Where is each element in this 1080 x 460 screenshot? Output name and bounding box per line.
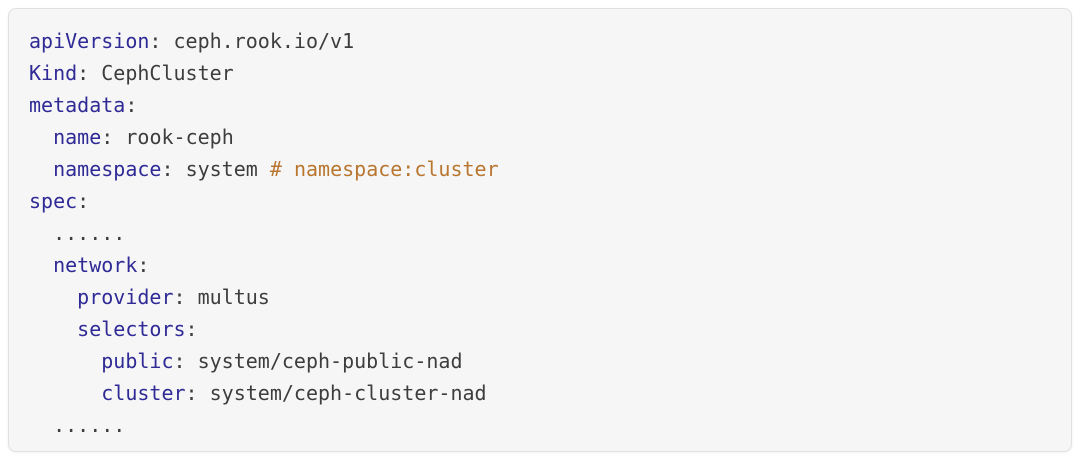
code-line-11: public: system/ceph-public-nad [29,345,1051,377]
token-plain: : [185,317,198,341]
token-plain: : [101,125,126,149]
token-key: spec [29,189,78,213]
token-key: cluster [101,381,186,405]
token-plain [29,221,53,245]
code-line-5: namespace: system # namespace:cluster [29,153,1051,185]
code-line-4: name: rook-ceph [29,121,1051,153]
token-key: apiVersion [29,29,150,53]
token-plain: : [173,285,198,309]
token-value: ceph.rook.io/v1 [173,29,355,53]
code-line-7: ...... [29,217,1051,249]
token-key: metadata [29,93,126,117]
token-comment: # namespace:cluster [269,157,499,181]
token-key: Kind [29,61,78,85]
token-value: ...... [53,221,126,245]
token-plain: : [125,93,138,117]
token-value: system/ceph-public-nad [197,349,463,373]
token-plain: : [77,61,102,85]
token-plain [29,253,53,277]
token-key: network [53,253,138,277]
code-line-12: cluster: system/ceph-cluster-nad [29,377,1051,409]
token-value: CephCluster [101,61,234,85]
token-plain [29,349,101,373]
token-key: selectors [77,317,186,341]
token-plain [29,285,77,309]
token-plain [29,317,77,341]
token-plain: : [149,29,174,53]
code-line-9: provider: multus [29,281,1051,313]
token-plain [29,125,53,149]
token-plain: : [161,157,186,181]
token-key: name [53,125,102,149]
token-key: namespace [53,157,162,181]
token-plain [29,157,53,181]
token-value: system [185,157,270,181]
code-line-2: Kind: CephCluster [29,57,1051,89]
token-plain: : [137,253,150,277]
token-plain: : [77,189,90,213]
token-key: public [101,349,174,373]
token-plain: : [173,349,198,373]
code-line-13: ...... [29,409,1051,441]
code-line-10: selectors: [29,313,1051,345]
token-plain: : [185,381,210,405]
token-plain [29,381,101,405]
code-line-6: spec: [29,185,1051,217]
code-line-1: apiVersion: ceph.rook.io/v1 [29,25,1051,57]
token-key: provider [77,285,174,309]
token-value: multus [197,285,270,309]
token-value: system/ceph-cluster-nad [209,381,487,405]
token-plain [29,413,53,437]
token-value: ...... [53,413,126,437]
code-line-8: network: [29,249,1051,281]
token-value: rook-ceph [125,125,234,149]
code-line-3: metadata: [29,89,1051,121]
